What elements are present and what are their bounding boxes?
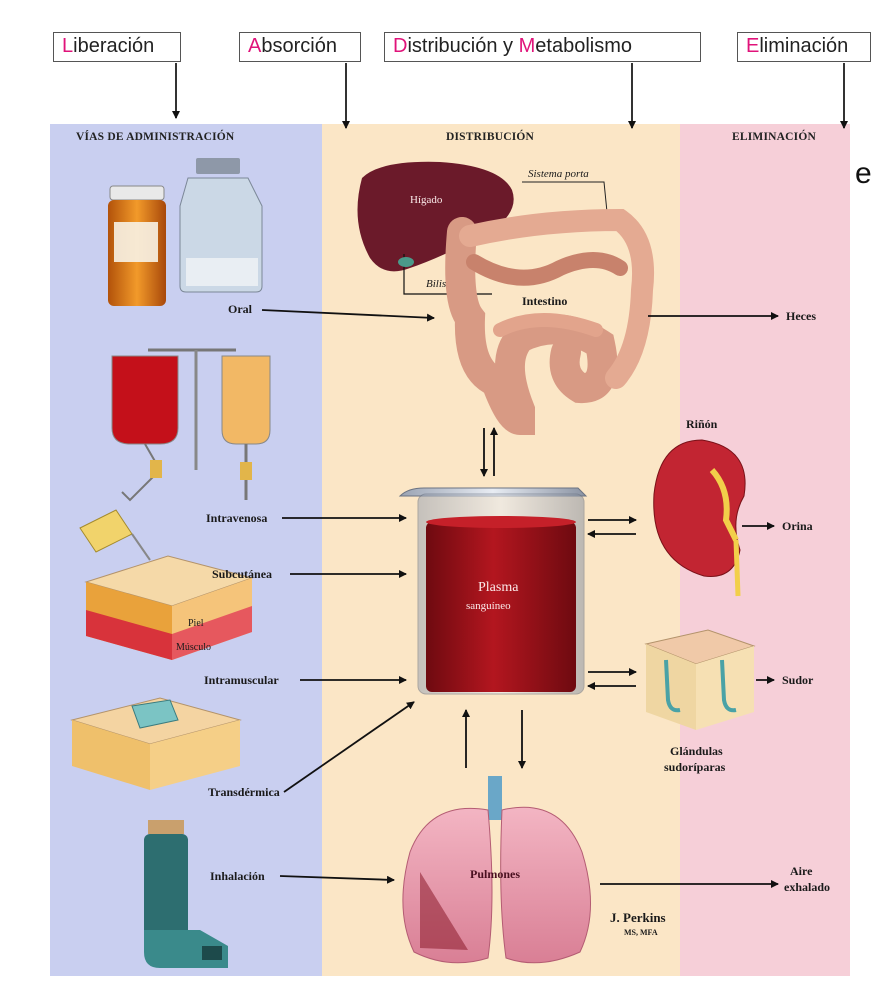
kidney-icon: [654, 440, 745, 596]
output-label-urine: Orina: [782, 519, 813, 534]
syringe-icon: [80, 510, 150, 560]
skin-label: Piel: [188, 618, 204, 629]
portal-system-label: Sistema porta: [528, 168, 589, 180]
route-label-oral: Oral: [228, 302, 252, 317]
output-label-air-2: exhalado: [784, 880, 830, 895]
credit-name: J. Perkins: [610, 910, 666, 926]
kidney-label: Riñón: [686, 417, 717, 432]
intestine-label: Intestino: [522, 294, 567, 309]
output-label-air-1: Aire: [790, 864, 812, 879]
muscle-label: Músculo: [176, 642, 211, 653]
iv-bags-icon: [112, 350, 270, 500]
credit-title: MS, MFA: [624, 928, 658, 937]
plasma-label: Plasma: [478, 580, 518, 596]
blood-label: sanguíneo: [466, 600, 511, 612]
route-label-intravenosa: Intravenosa: [206, 511, 267, 526]
glands-label-2: sudoríparas: [664, 760, 725, 775]
route-label-intramuscular: Intramuscular: [204, 673, 279, 688]
sweat-gland-icon: [646, 630, 754, 730]
output-label-sweat: Sudor: [782, 673, 813, 688]
route-label-subcutanea: Subcutánea: [212, 567, 272, 582]
bile-label: Bilis: [426, 278, 446, 290]
glass-jar-icon: [180, 158, 262, 292]
route-label-inhalacion: Inhalación: [210, 869, 265, 884]
intestine-icon: [460, 220, 643, 420]
route-label-transdermica: Transdérmica: [208, 785, 280, 800]
glands-label-1: Glándulas: [670, 744, 723, 759]
lungs-label: Pulmones: [470, 867, 520, 882]
output-label-feces: Heces: [786, 309, 816, 324]
header-arrows: [176, 63, 844, 128]
pill-bottle-icon: [108, 186, 166, 306]
liver-label: Hígado: [410, 194, 442, 206]
inhaler-icon: [144, 820, 228, 968]
transdermal-patch-icon: [72, 698, 240, 790]
